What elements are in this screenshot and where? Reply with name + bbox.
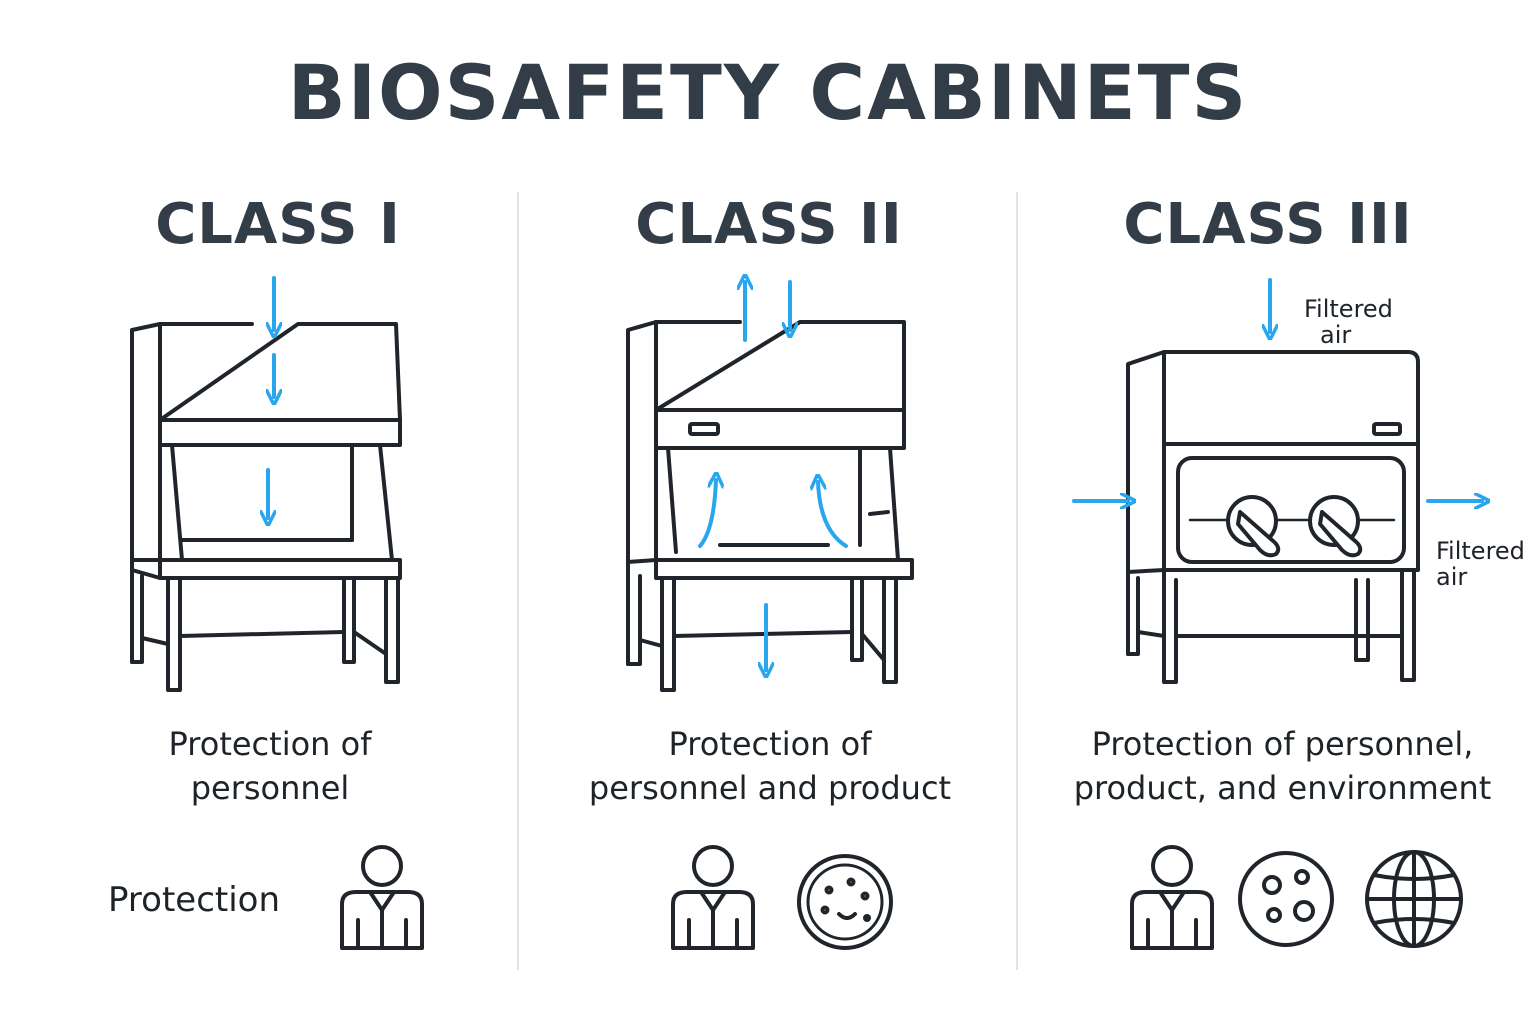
- class-2-heading: CLASS II: [635, 192, 903, 257]
- class-1-airflow-arrows: [268, 276, 274, 518]
- column-divider-1: [517, 192, 519, 970]
- class-1-cabinet: [130, 322, 402, 692]
- class-2-person-icon: [671, 845, 755, 950]
- class-1-protection-label: Protection: [108, 880, 281, 920]
- class-1-description-line-1: Protection of: [168, 725, 372, 763]
- class-1-description-line-2: personnel: [190, 769, 350, 807]
- filtered-air-right-label: Filtered air: [1436, 538, 1525, 590]
- column-divider-2: [1016, 192, 1018, 970]
- class-3-globe-icon: [1365, 850, 1463, 948]
- filtered-air-right-line-1: Filtered: [1436, 537, 1525, 565]
- class-2-description-line-2: personnel and product: [588, 769, 952, 807]
- class-3-description-line-1: Protection of personnel,: [1091, 725, 1474, 763]
- filtered-air-top-line-2: air: [1320, 321, 1352, 349]
- filtered-air-top-line-1: Filtered: [1304, 295, 1393, 323]
- class-3-airflow-arrows: [1072, 278, 1482, 501]
- class-1-person-icon: [340, 845, 424, 950]
- class-3-culture-dish-icon: [1238, 851, 1334, 947]
- class-3-heading: CLASS III: [1123, 192, 1413, 257]
- class-3-description-line-2: product, and environment: [1073, 769, 1492, 807]
- class-3-description: Protection of personnel, product, and en…: [1050, 722, 1515, 810]
- class-2-description-line-1: Protection of: [668, 725, 872, 763]
- page-title: BIOSAFETY CABINETS: [287, 48, 1249, 137]
- class-2-cabinet: [626, 320, 914, 692]
- filtered-air-top-label: Filtered air: [1304, 296, 1393, 348]
- class-3-person-icon: [1130, 845, 1214, 950]
- class-2-petri-dish-icon: [797, 854, 893, 950]
- class-2-description: Protection of personnel and product: [560, 722, 980, 810]
- class-1-heading: CLASS I: [155, 192, 401, 257]
- class-3-cabinet: [1126, 350, 1420, 684]
- class-2-airflow-arrows: [698, 282, 848, 670]
- class-1-description: Protection of personnel: [90, 722, 450, 810]
- filtered-air-right-line-2: air: [1436, 563, 1468, 591]
